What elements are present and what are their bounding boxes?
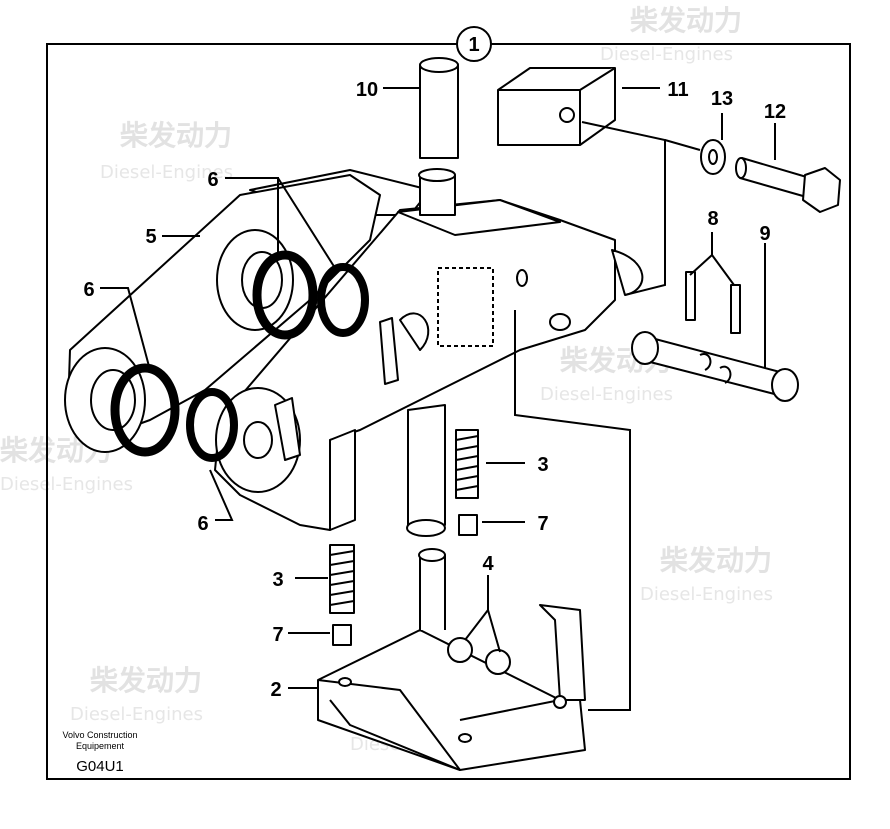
rod bbox=[406, 404, 446, 537]
washer-13 bbox=[700, 139, 726, 175]
watermark-sub: Diesel-Engines bbox=[600, 44, 733, 65]
manufacturer-mark: Volvo Construction Equipement G04U1 bbox=[48, 725, 178, 778]
callout-6-bottom: 6 bbox=[197, 513, 208, 535]
callout-10: 10 bbox=[356, 79, 378, 101]
seal-rings bbox=[110, 250, 369, 462]
watermark-sub: Diesel-Engines bbox=[540, 384, 673, 405]
watermark: 柴发动力 Diesel-Engines bbox=[100, 119, 233, 183]
watermark: 柴发动力 Diesel-Engines bbox=[600, 4, 742, 65]
callout-6-left: 6 bbox=[83, 279, 94, 301]
pin-10 bbox=[418, 57, 459, 216]
callout-8: 8 bbox=[707, 208, 718, 230]
mark-line1: Volvo Construction bbox=[62, 730, 137, 740]
block-11 bbox=[497, 67, 616, 146]
watermark-sub: Diesel-Engines bbox=[70, 704, 203, 725]
callout-4: 4 bbox=[482, 553, 494, 575]
cradle-2 bbox=[317, 548, 586, 771]
callout-3-lower: 3 bbox=[272, 569, 283, 591]
plug-7-lower bbox=[332, 624, 352, 646]
mark-line2: Equipement bbox=[76, 741, 125, 751]
spring-3-lower bbox=[329, 544, 355, 614]
watermark-brand: 柴发动力 bbox=[630, 4, 742, 37]
watermark-sub: Diesel-Engines bbox=[100, 162, 233, 183]
callout-1-label: 1 bbox=[468, 34, 479, 56]
guide-lines bbox=[514, 121, 701, 711]
watermark-brand: 柴发动力 bbox=[660, 544, 772, 577]
callout-6-top: 6 bbox=[207, 169, 218, 191]
callout-7-lower: 7 bbox=[272, 624, 283, 646]
watermark-sub: Diesel-Engines bbox=[640, 584, 773, 605]
callout-9: 9 bbox=[759, 223, 770, 245]
callout-7-upper: 7 bbox=[537, 513, 548, 535]
leader-lines bbox=[100, 87, 776, 689]
plug-7-upper bbox=[458, 514, 478, 536]
callout-12: 12 bbox=[764, 101, 786, 123]
roll-pins-8 bbox=[685, 271, 741, 334]
diagram-frame bbox=[46, 43, 851, 780]
bolt-12 bbox=[735, 157, 841, 213]
bracket-body bbox=[64, 169, 644, 531]
callout-labels: 10 11 13 12 8 9 6 5 6 6 3 7 3 7 4 2 bbox=[83, 79, 786, 701]
callout-2: 2 bbox=[270, 679, 281, 701]
watermark: 柴发动力 Diesel-Engines bbox=[640, 544, 773, 605]
pin-9 bbox=[631, 331, 799, 402]
callout-5: 5 bbox=[145, 226, 156, 248]
watermark-sub: Diesel-Engines bbox=[0, 474, 133, 495]
diagram-code: G04U1 bbox=[76, 758, 124, 775]
callout-3-upper: 3 bbox=[537, 454, 548, 476]
spring-3-upper bbox=[455, 429, 479, 499]
callout-11: 11 bbox=[667, 79, 688, 101]
watermark-brand: 柴发动力 bbox=[90, 664, 202, 697]
callout-13: 13 bbox=[711, 88, 733, 110]
watermark-brand: 柴发动力 bbox=[120, 119, 232, 152]
callout-1: 1 bbox=[456, 26, 492, 62]
watermark: 柴发动力 Diesel-Engines bbox=[70, 664, 203, 725]
